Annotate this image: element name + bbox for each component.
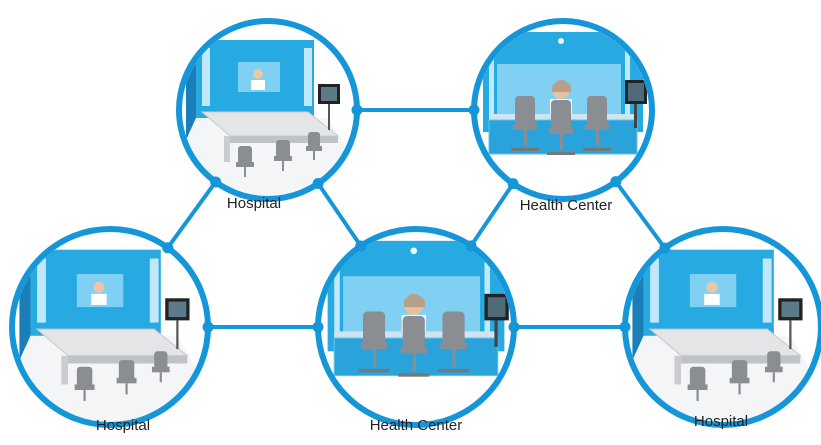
connection-dot — [312, 178, 324, 190]
connection-dot — [312, 321, 324, 333]
node-hospital-5 — [622, 226, 821, 428]
connection-line-n1-n4 — [316, 182, 363, 248]
connection-line-n2-n4 — [469, 182, 515, 247]
nodes-group — [9, 18, 821, 428]
connection-dot — [162, 242, 174, 254]
telepresence-room-icon — [321, 232, 511, 422]
connection-dot — [507, 178, 519, 190]
connection-dot — [619, 321, 631, 333]
telepresence-room-icon — [477, 24, 649, 196]
node-hospital-1 — [176, 18, 360, 202]
node-label-hospital: Hospital — [693, 413, 749, 430]
node-health-center-4 — [315, 226, 517, 428]
node-label-health-center: Health Center — [519, 197, 613, 214]
connection-line-n1-n3 — [166, 180, 218, 249]
telepresence-room-icon — [182, 24, 354, 196]
connection-dot — [202, 321, 214, 333]
connection-dot — [508, 321, 520, 333]
connection-line-n2-n5 — [614, 180, 667, 250]
node-health-center-2 — [471, 18, 655, 202]
node-hospital-3 — [9, 226, 211, 428]
telepresence-room-icon — [15, 232, 205, 422]
node-label-health-center: Health Center — [369, 417, 463, 434]
connection-lines — [166, 108, 667, 329]
connection-dot — [468, 104, 480, 116]
node-label-hospital: Hospital — [95, 417, 151, 434]
connection-dot — [659, 242, 671, 254]
connection-dot — [465, 240, 477, 252]
connection-dot — [351, 104, 363, 116]
connection-dot — [210, 176, 222, 188]
connection-dot — [355, 240, 367, 252]
node-label-hospital: Hospital — [226, 195, 282, 212]
connection-dot — [610, 176, 622, 188]
